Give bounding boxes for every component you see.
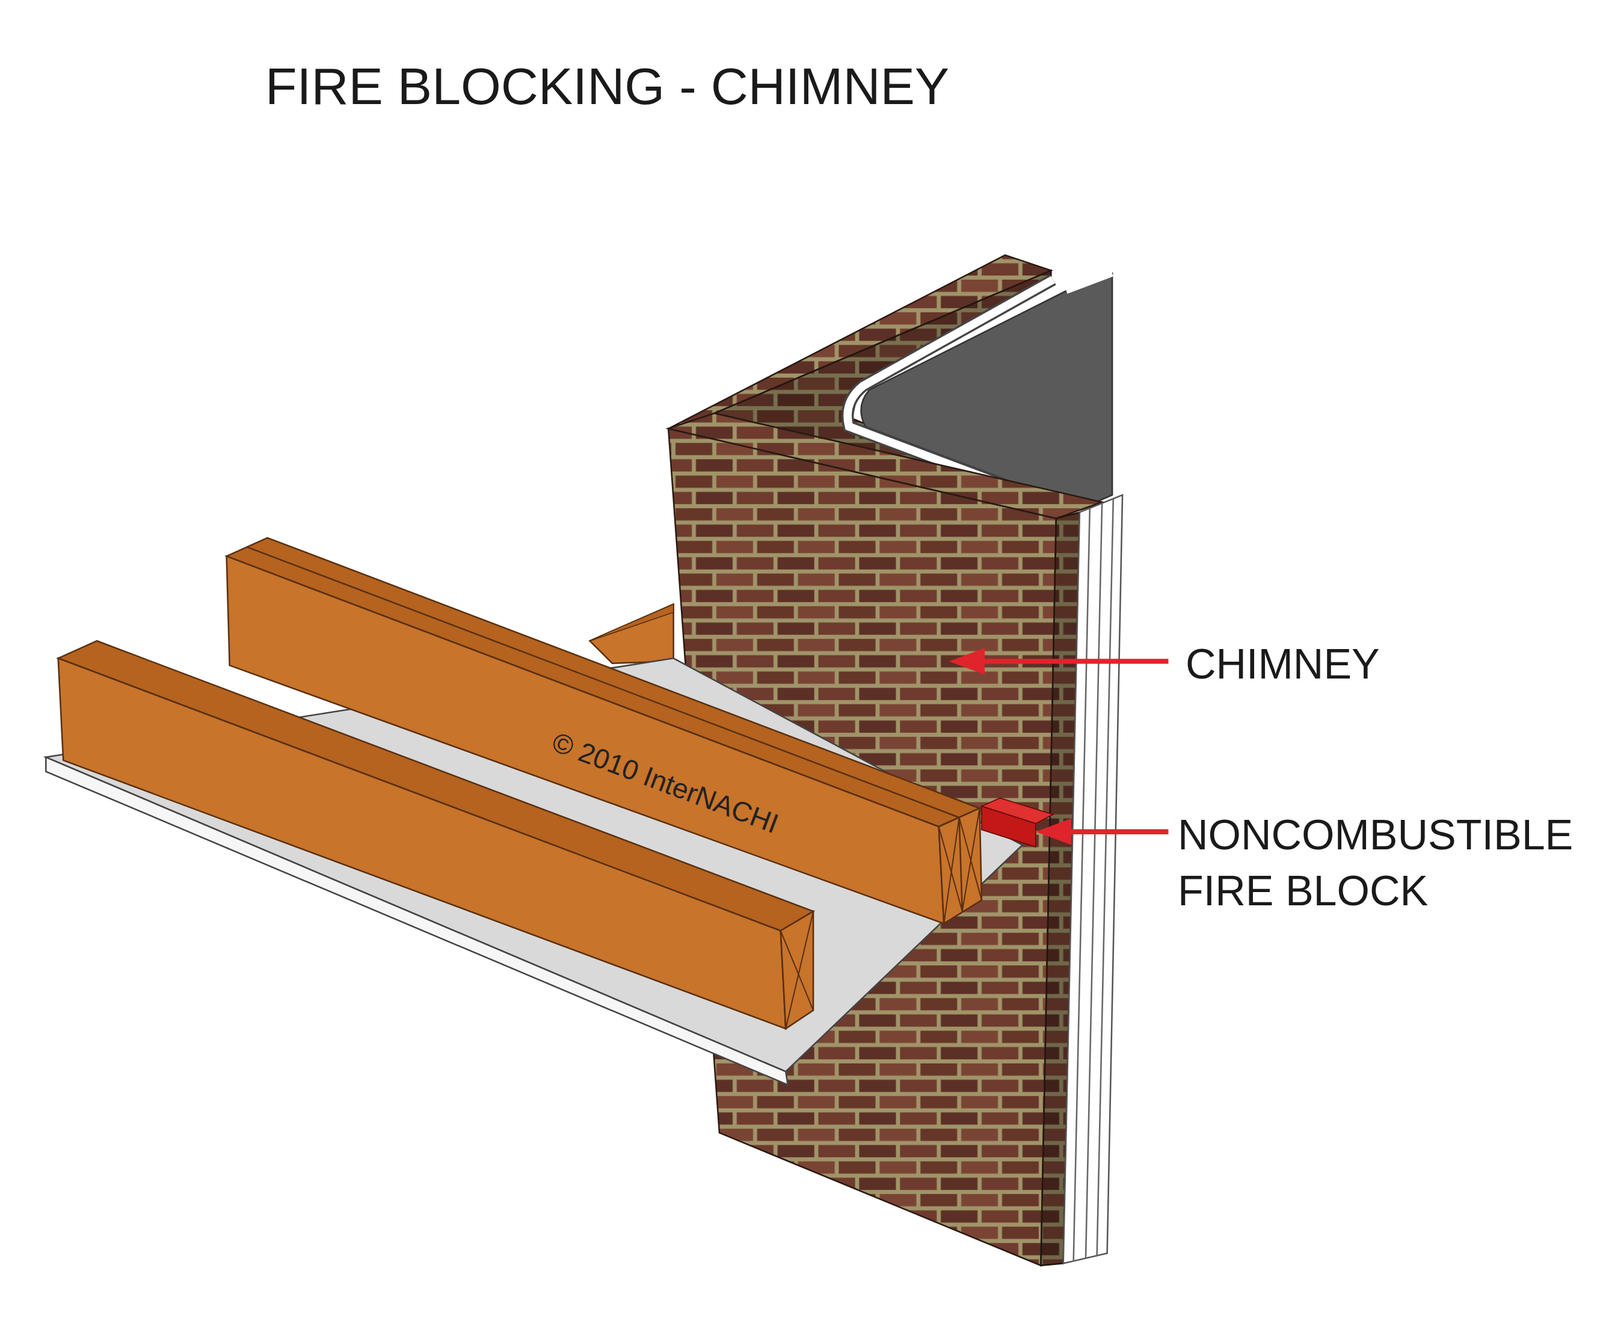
end-grain-x — [785, 911, 814, 1029]
joist-seam — [959, 817, 963, 912]
leader-arrow — [974, 658, 1169, 664]
arrow-head — [949, 647, 985, 675]
header-beam — [590, 603, 674, 663]
leader-arrow — [1061, 828, 1169, 834]
end-grain-x — [943, 817, 959, 924]
flue-liner-line — [1097, 499, 1114, 1256]
end-grain-x — [780, 930, 814, 1010]
end-grain-x — [959, 817, 982, 900]
fire-block — [981, 806, 1036, 847]
flue-liner-side — [1063, 495, 1123, 1264]
header-beam-top — [590, 603, 674, 641]
watermark: © 2010 InterNACHI — [547, 725, 784, 841]
chimney-top-front — [668, 413, 1102, 519]
joist-face — [58, 658, 787, 1029]
end-grain-x — [962, 808, 980, 912]
part-label: NONCOMBUSTIBLE FIRE BLOCK — [1177, 807, 1593, 920]
arrow-head — [1035, 818, 1072, 846]
joist-end — [780, 911, 814, 1029]
diagram-title: FIRE BLOCKING - CHIMNEY — [265, 55, 950, 118]
end-grain-x — [938, 826, 963, 912]
flue-liner-edge — [1066, 273, 1113, 292]
joist-end — [938, 808, 982, 924]
part-label: CHIMNEY — [1185, 638, 1380, 690]
